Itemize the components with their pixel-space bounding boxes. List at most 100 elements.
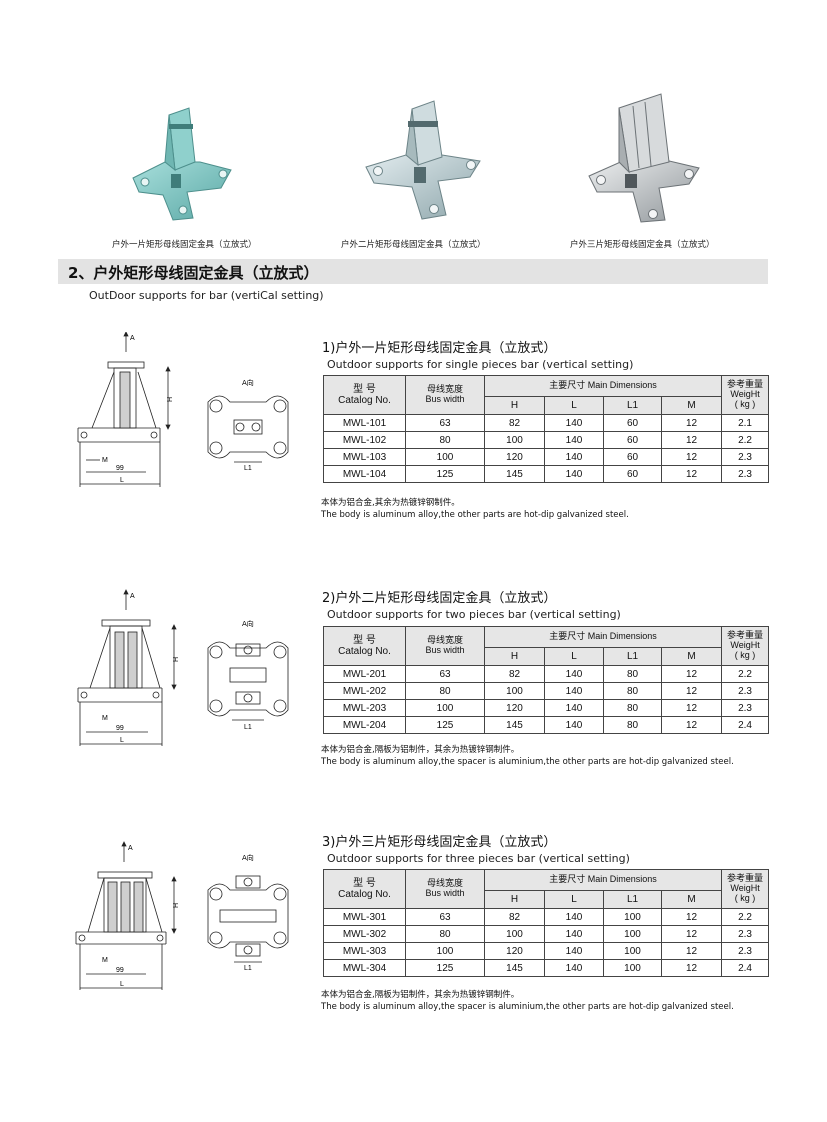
drawing-label-h: H bbox=[173, 657, 180, 662]
technical-drawing-triple: A H M 99 L A向 L1 bbox=[75, 841, 289, 990]
cell-bus-width: 100 bbox=[405, 448, 485, 466]
cell-bus-width: 125 bbox=[405, 959, 485, 977]
cell-weight: 2.3 bbox=[721, 465, 770, 483]
cell-l: 140 bbox=[544, 699, 604, 717]
cell-m: 12 bbox=[660, 942, 723, 960]
header-l1: L1 bbox=[603, 396, 662, 415]
cell-catalog: MWL-302 bbox=[323, 925, 406, 943]
header-main-dimensions: 主要尺寸 Main Dimensions bbox=[483, 375, 723, 397]
cell-bus-width: 63 bbox=[405, 665, 485, 683]
cell-l1: 60 bbox=[603, 431, 662, 449]
cell-weight: 2.4 bbox=[721, 959, 770, 977]
cell-l: 140 bbox=[544, 665, 604, 683]
drawing-label-l1: L1 bbox=[244, 465, 252, 472]
cell-m: 12 bbox=[660, 414, 723, 432]
cell-h: 100 bbox=[484, 925, 545, 943]
cell-catalog: MWL-304 bbox=[323, 959, 406, 977]
drawing-label-l1: L1 bbox=[244, 965, 252, 972]
cell-l1: 80 bbox=[603, 682, 662, 700]
cell-weight: 2.2 bbox=[721, 908, 770, 926]
drawing-label-a: A bbox=[128, 845, 133, 852]
cell-l1: 60 bbox=[603, 465, 662, 483]
cell-h: 145 bbox=[484, 959, 545, 977]
cell-catalog: MWL-203 bbox=[323, 699, 406, 717]
header-l1: L1 bbox=[603, 647, 662, 666]
drawing-label-a: A bbox=[130, 335, 135, 342]
header-m: M bbox=[660, 890, 723, 909]
header-main-dimensions: 主要尺寸 Main Dimensions bbox=[483, 626, 723, 648]
header-l1: L1 bbox=[603, 890, 662, 909]
cell-l: 140 bbox=[544, 682, 604, 700]
cell-h: 82 bbox=[484, 908, 545, 926]
cell-h: 100 bbox=[484, 431, 545, 449]
cell-catalog: MWL-303 bbox=[323, 942, 406, 960]
product-note-cn-3: 本体为铝合金,隔板为铝制件，其余为热镀锌钢制件。 bbox=[321, 990, 520, 1000]
cell-catalog: MWL-201 bbox=[323, 665, 406, 683]
cell-m: 12 bbox=[660, 665, 723, 683]
cell-bus-width: 125 bbox=[405, 716, 485, 734]
section-subtitle: OutDoor supports for bar (vertiCal setti… bbox=[89, 289, 324, 302]
cell-catalog: MWL-102 bbox=[323, 431, 406, 449]
cell-h: 145 bbox=[484, 465, 545, 483]
cell-m: 12 bbox=[660, 699, 723, 717]
photo-caption-double: 户外二片矩形母线固定金具（立放式） bbox=[341, 240, 486, 250]
cell-l1: 80 bbox=[603, 665, 662, 683]
header-l: L bbox=[544, 647, 604, 666]
product-subtitle-2: Outdoor supports for two pieces bar (ver… bbox=[327, 608, 621, 621]
cell-l1: 100 bbox=[603, 959, 662, 977]
cell-h: 120 bbox=[484, 448, 545, 466]
drawing-label-99: 99 bbox=[116, 967, 124, 974]
cell-m: 12 bbox=[660, 431, 723, 449]
cell-m: 12 bbox=[660, 959, 723, 977]
product-note-en-1: The body is aluminum alloy,the other par… bbox=[321, 510, 629, 520]
cell-catalog: MWL-104 bbox=[323, 465, 406, 483]
header-m: M bbox=[660, 396, 723, 415]
drawing-label-99: 99 bbox=[116, 725, 124, 732]
cell-weight: 2.3 bbox=[721, 448, 770, 466]
product-photo-double bbox=[365, 100, 481, 220]
photo-caption-triple: 户外三片矩形母线固定金具（立放式） bbox=[570, 240, 715, 250]
drawing-label-l: L bbox=[120, 737, 124, 744]
drawing-label-l: L bbox=[120, 477, 124, 484]
header-m: M bbox=[660, 647, 723, 666]
header-l: L bbox=[544, 396, 604, 415]
drawing-label-h: H bbox=[173, 903, 180, 908]
cell-m: 12 bbox=[660, 682, 723, 700]
drawing-label-l: L bbox=[120, 981, 124, 988]
drawing-label-m: M bbox=[102, 715, 108, 722]
cell-l: 140 bbox=[544, 431, 604, 449]
product-note-en-3: The body is aluminum alloy,the spacer is… bbox=[321, 1002, 734, 1012]
cell-l: 140 bbox=[544, 925, 604, 943]
drawing-label-a: A bbox=[130, 593, 135, 600]
product-photo-single bbox=[132, 107, 232, 221]
product-title-2: 2)户外二片矩形母线固定金具（立放式） bbox=[322, 591, 557, 606]
cell-h: 120 bbox=[484, 942, 545, 960]
cell-m: 12 bbox=[660, 448, 723, 466]
cell-l: 140 bbox=[544, 716, 604, 734]
cell-catalog: MWL-301 bbox=[323, 908, 406, 926]
section-title: 2、户外矩形母线固定金具（立放式） bbox=[68, 264, 319, 282]
cell-l: 140 bbox=[544, 414, 604, 432]
cell-l1: 100 bbox=[603, 942, 662, 960]
cell-l: 140 bbox=[544, 942, 604, 960]
product-title-1: 1)户外一片矩形母线固定金具（立放式） bbox=[322, 341, 557, 356]
cell-h: 145 bbox=[484, 716, 545, 734]
drawing-label-h: H bbox=[167, 397, 174, 402]
product-photo-triple bbox=[588, 93, 700, 223]
cell-m: 12 bbox=[660, 465, 723, 483]
